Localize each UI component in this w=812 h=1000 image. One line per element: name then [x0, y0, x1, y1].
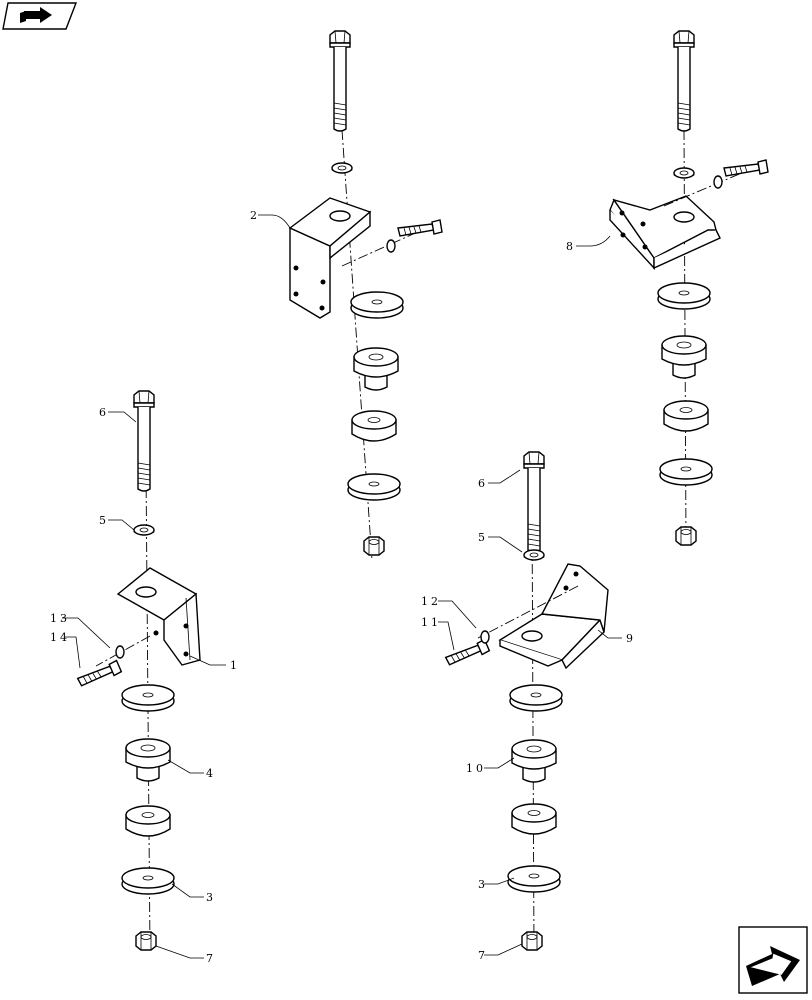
callout-numbers: 2 8 6 5 13 14 1 4 3 7 6 5 12 11 9 10 3 7: [50, 209, 633, 965]
callout-10: 10: [466, 762, 486, 775]
callout-9: 9: [626, 632, 633, 645]
callout-8: 8: [566, 240, 573, 253]
assembly-bracket-8: [609, 30, 769, 546]
assembly-bracket-2: [288, 30, 443, 561]
callout-2: 2: [250, 209, 257, 222]
callout-6: 6: [99, 406, 106, 419]
callout-7: 7: [206, 952, 213, 965]
callout-5: 5: [99, 514, 106, 527]
callout-5b: 5: [478, 531, 485, 544]
assembly-bracket-9: [443, 451, 609, 951]
assembly-bracket-1: [75, 390, 201, 951]
callout-7b: 7: [478, 949, 485, 962]
callout-4: 4: [206, 767, 213, 780]
callout-11: 11: [421, 616, 441, 629]
callout-14: 14: [50, 631, 70, 644]
next-page-arrow-icon[interactable]: [738, 926, 808, 994]
callout-3b: 3: [478, 878, 485, 891]
callout-6b: 6: [478, 477, 485, 490]
callout-12: 12: [421, 595, 441, 608]
callout-13: 13: [50, 612, 70, 625]
callout-leaders: [62, 214, 622, 959]
book-arrow-icon[interactable]: [2, 2, 78, 30]
callout-3: 3: [206, 891, 213, 904]
callout-1: 1: [230, 659, 237, 672]
